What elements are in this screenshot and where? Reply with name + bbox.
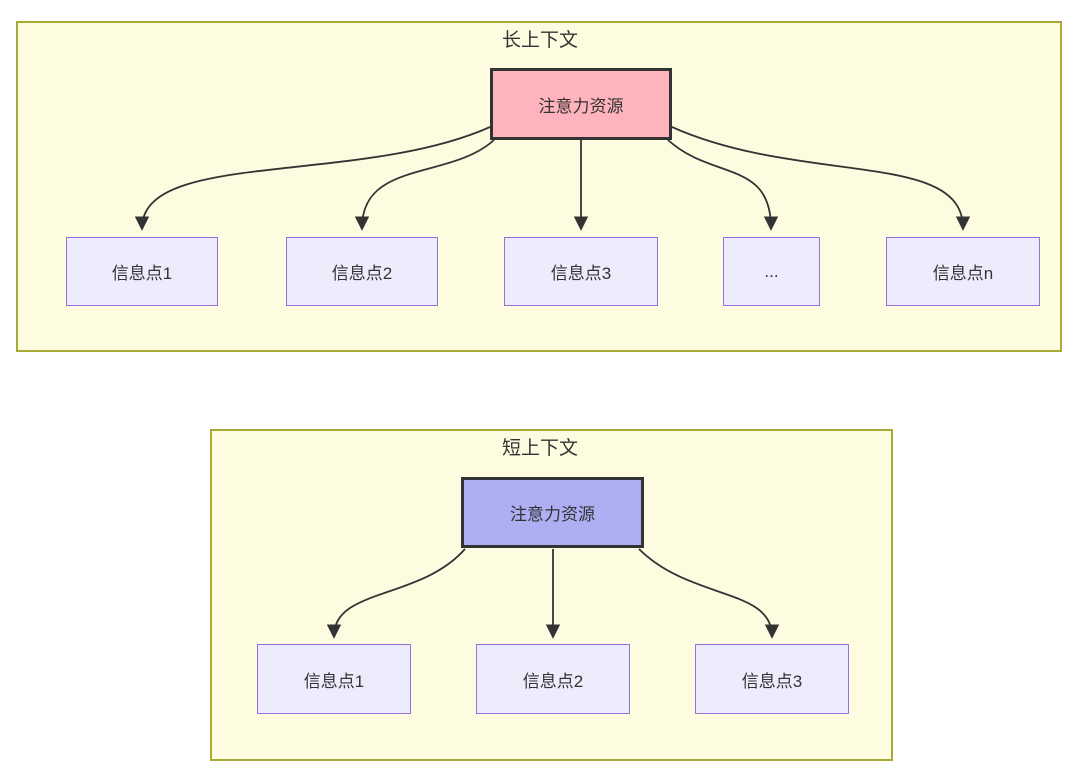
long-info-node-3: 信息点3 — [504, 237, 658, 306]
long-info-node-ellipsis: ... — [723, 237, 820, 306]
long-info-node-2: 信息点2 — [286, 237, 438, 306]
short-info-node-2: 信息点2 — [476, 644, 630, 714]
short-context-title: 短上下文 — [501, 438, 578, 459]
short-attention-resource-node: 注意力资源 — [461, 477, 644, 548]
short-info-node-3: 信息点3 — [695, 644, 849, 714]
long-attention-resource-node: 注意力资源 — [490, 68, 672, 140]
long-info-node-n: 信息点n — [886, 237, 1040, 306]
short-info-node-1: 信息点1 — [257, 644, 411, 714]
long-context-title: 长上下文 — [501, 30, 578, 51]
long-info-node-1: 信息点1 — [66, 237, 218, 306]
